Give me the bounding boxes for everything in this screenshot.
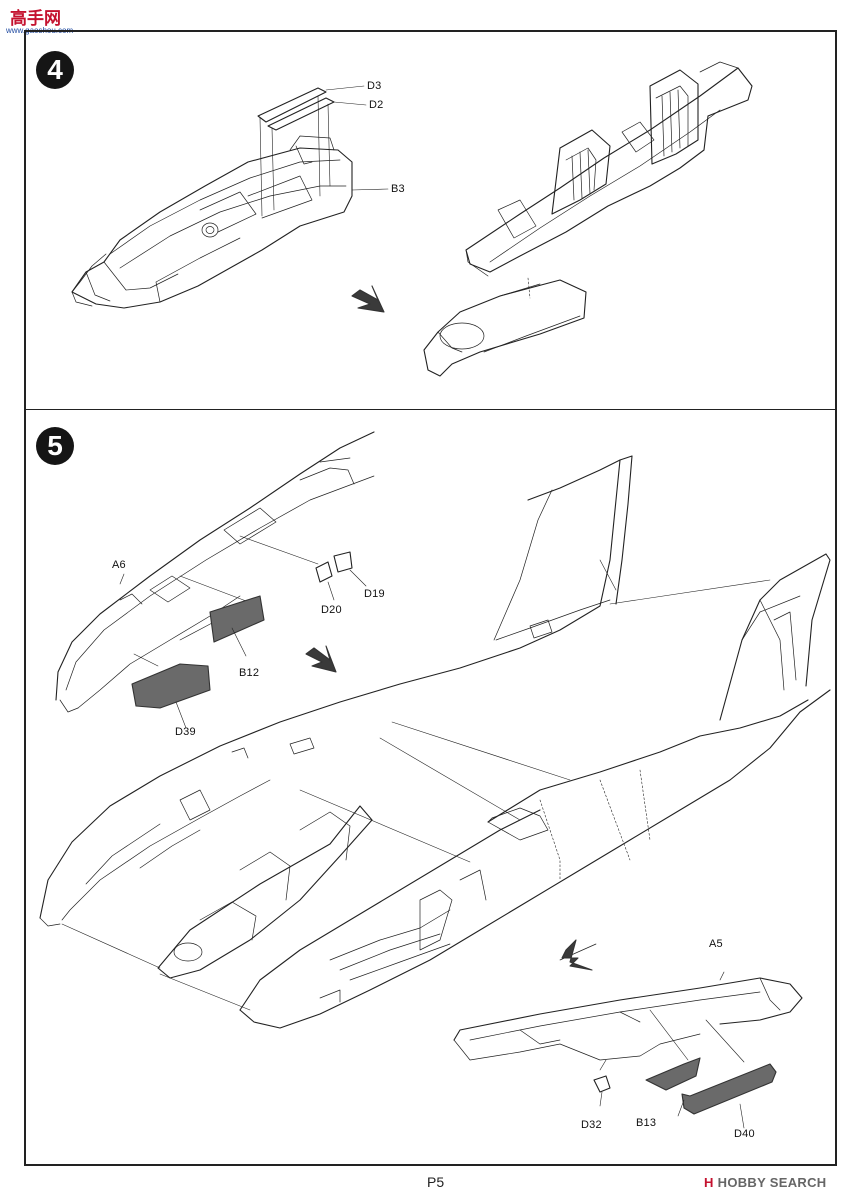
part-label-d19: D19: [364, 588, 385, 600]
part-label-a5: A5: [709, 938, 723, 950]
hobby-search-logo-mark: H: [704, 1175, 714, 1190]
step4-direction-arrow: [351, 285, 385, 313]
part-label-b13: B13: [636, 1117, 657, 1129]
hobby-search-brand: H HOBBY SEARCH: [704, 1175, 826, 1190]
step5-main-fuselage: [39, 455, 831, 1029]
step4-cockpit-tub-left: [71, 85, 389, 309]
page-number: P5: [427, 1174, 445, 1190]
part-label-b12: B12: [239, 667, 260, 679]
part-label-d40: D40: [734, 1128, 755, 1140]
step-divider: [24, 409, 837, 410]
instruction-frame: [24, 30, 837, 1166]
watermark-cn-text: 高手网: [10, 9, 61, 29]
part-label-d32: D32: [581, 1119, 602, 1131]
part-label-d20: D20: [321, 604, 342, 616]
step4-cockpit-assembled-right: [423, 61, 753, 377]
part-label-a6: A6: [112, 559, 126, 571]
part-label-d3: D3: [367, 80, 382, 92]
step5-direction-arrow-bottom: [561, 939, 593, 971]
part-label-b3: B3: [391, 183, 405, 195]
step-number-4: 4: [36, 51, 74, 89]
step5-fuselage-half-a5: [453, 971, 803, 1129]
part-label-d2: D2: [369, 99, 384, 111]
part-label-d39: D39: [175, 726, 196, 738]
hobby-search-text: HOBBY SEARCH: [717, 1175, 827, 1190]
step-number-5: 5: [36, 427, 74, 465]
step5-direction-arrow-top: [305, 645, 337, 673]
step5-fuselage-half-a6: [55, 431, 375, 729]
